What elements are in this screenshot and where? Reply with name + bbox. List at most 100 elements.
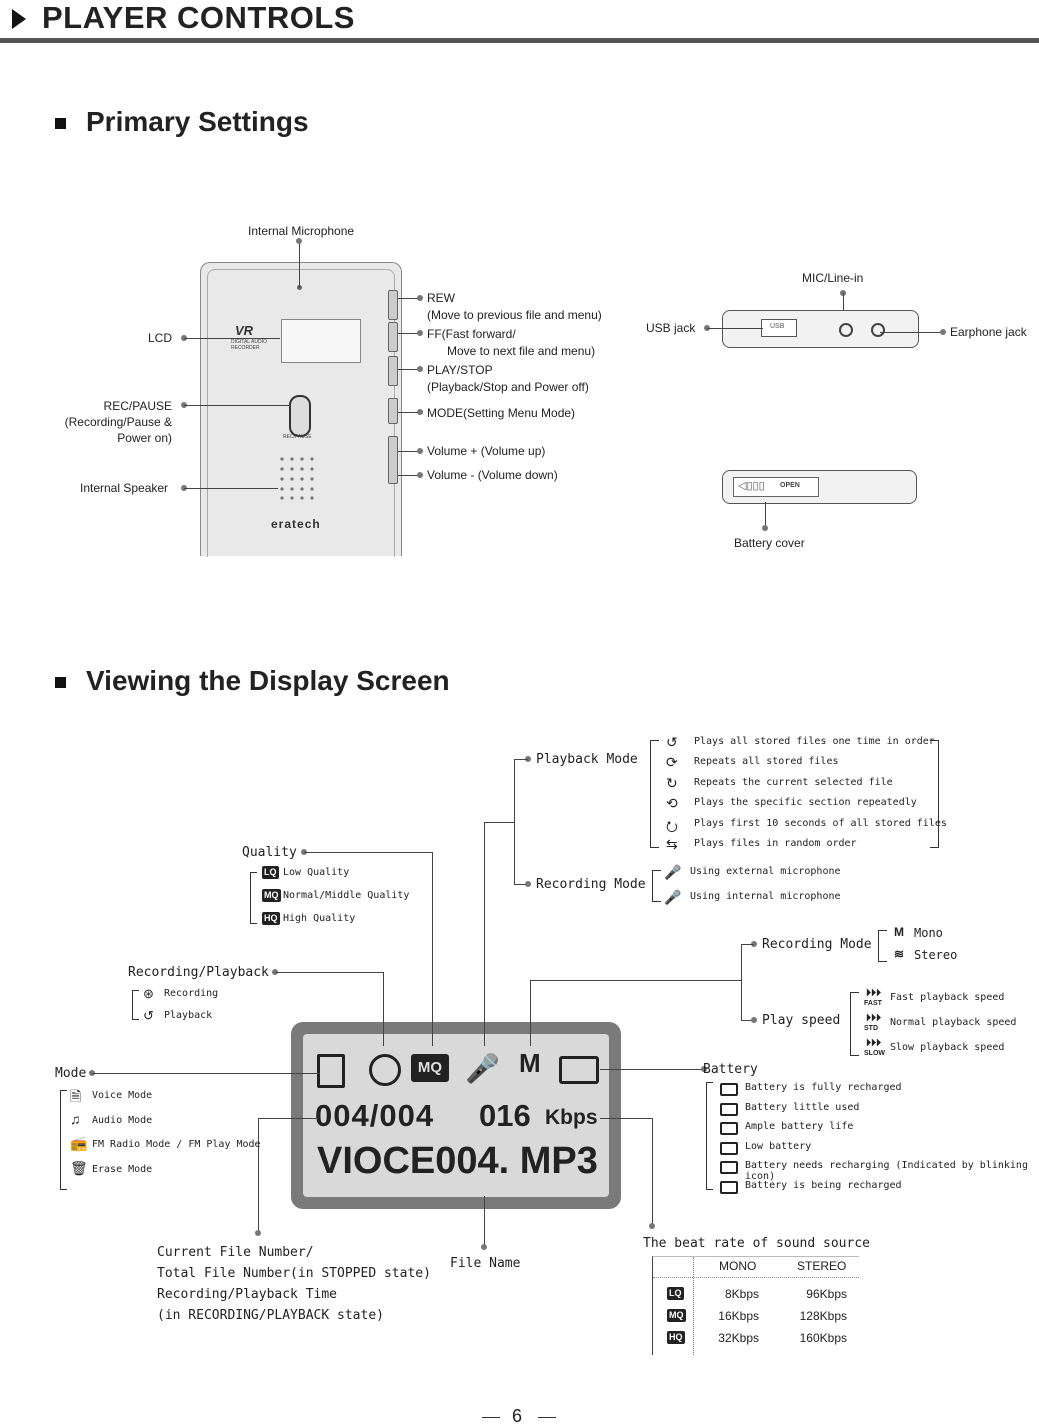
beat-row-stereo: 96Kbps: [806, 1287, 847, 1301]
beat-col-rule: [693, 1257, 694, 1355]
lcd-channel-badge: M: [519, 1048, 541, 1078]
label-internal-speaker: Internal Speaker: [80, 481, 169, 495]
playback-mode-item: Plays all stored files one time in order: [694, 736, 935, 747]
label-rec-playback: Recording/Playback: [128, 965, 269, 980]
label-playback-mode: Playback Mode: [536, 752, 638, 767]
rec-pause-title: REC/PAUSE: [103, 399, 172, 413]
section-title-primary-settings: Primary Settings: [55, 106, 309, 138]
battery-item: Low battery: [745, 1140, 812, 1152]
label-rec-pause: REC/PAUSE (Recording/Pause & Power on): [50, 398, 172, 446]
rec-playback-item: Playback: [164, 1010, 213, 1021]
recording-icon: ⊛: [143, 986, 154, 1001]
rec-pause-button[interactable]: [289, 395, 311, 437]
bullet-icon: [55, 118, 66, 130]
mode-bracket: [60, 1090, 67, 1190]
rec-pause-desc1: (Recording/Pause &: [64, 415, 172, 429]
label-play-speed: Play speed: [762, 1013, 841, 1028]
playback-mode-icon: ↺: [666, 734, 678, 750]
ff-desc: Move to next file and menu): [447, 344, 596, 358]
play-speed-item: Normal playback speed: [890, 1017, 1017, 1028]
playback-mode-item: Repeats the current selected file: [694, 776, 893, 788]
brand-logo-icon: VR: [235, 323, 254, 338]
rec-mic-bracket: [652, 870, 661, 902]
playback-mode-bracket-right: [930, 740, 939, 848]
mode-item: Voice Mode: [92, 1090, 153, 1101]
play-speed-item: Slow playback speed: [890, 1042, 1005, 1053]
quality-item: Low Quality: [283, 867, 350, 878]
playback-mode-item: Plays files in random order: [694, 838, 857, 849]
playback-mode-item: Repeats all stored files: [694, 756, 839, 768]
current-file-text: Current File Number/ Total File Number(i…: [157, 1242, 431, 1326]
beat-row-mono: 32Kbps: [718, 1331, 759, 1345]
label-recording-mode-channel: Recording Mode: [762, 937, 872, 952]
earphone-jack-icon[interactable]: [871, 323, 885, 337]
beat-row-stereo: 128Kbps: [799, 1309, 847, 1323]
beat-row-badge: HQ: [667, 1331, 685, 1344]
playback-mode-item: Plays the specific section repeatedly: [694, 797, 917, 809]
rew-desc: (Move to previous file and menu): [427, 308, 602, 322]
lcd-external-mic-icon: 🎤: [465, 1053, 500, 1084]
audio-mode-icon: ♫: [70, 1110, 81, 1127]
speed-tag: FAST: [864, 1000, 882, 1007]
battery-level-icon: [720, 1141, 738, 1155]
play-stop-button[interactable]: [388, 356, 398, 386]
usb-port[interactable]: USB: [761, 319, 797, 337]
beat-col-mono-header: MONO: [719, 1259, 757, 1273]
mic-jack-icon[interactable]: [839, 323, 853, 337]
volume-rocker[interactable]: [388, 436, 398, 484]
ff-title: FF(Fast forward/: [427, 327, 516, 341]
lcd-recording-icon: [369, 1054, 401, 1086]
channel-bracket: [878, 930, 887, 962]
battery-level-icon: [720, 1161, 738, 1174]
mode-button[interactable]: [388, 398, 398, 424]
label-ff: FF(Fast forward/ Move to next file and m…: [427, 326, 595, 360]
battery-cover[interactable]: ◁▯▯▯ OPEN: [733, 477, 819, 497]
page-footer: 6: [480, 1406, 560, 1428]
battery-bracket: [706, 1082, 713, 1190]
label-mode-screen: Mode: [55, 1066, 87, 1081]
rew-button[interactable]: [388, 290, 398, 320]
footer-dash-right: [538, 1417, 556, 1418]
recording-mode-mic-item: Using internal microphone: [690, 891, 841, 902]
quality-bracket: [250, 872, 257, 924]
label-recording-mode-mic: Recording Mode: [536, 877, 646, 892]
fm-radio-icon: 📻: [70, 1135, 88, 1151]
mono-icon: M: [894, 925, 904, 939]
device-logo: eratech: [271, 517, 321, 531]
rec-playback-item: Recording: [164, 988, 219, 999]
section-title-text: Viewing the Display Screen: [86, 665, 450, 696]
stereo-icon: ≋: [894, 947, 905, 961]
lcd-counter: 004/004: [315, 1098, 435, 1133]
quality-item: Normal/Middle Quality: [283, 890, 410, 901]
page-header: PLAYER CONTROLS: [0, 0, 1039, 44]
lcd-display: MQ 🎤 M 004/004 016 Kbps VIOCE004. MP3: [291, 1022, 621, 1209]
bullet-icon: [55, 677, 66, 689]
speed-arrows-icon: ⏵⏵⏵: [866, 1013, 881, 1024]
page-title: PLAYER CONTROLS: [42, 0, 355, 35]
battery-item: Battery needs recharging (Indicated by b…: [745, 1160, 1028, 1182]
current-file-line-4: (in RECORDING/PLAYBACK state): [157, 1308, 384, 1323]
section-title-text: Primary Settings: [86, 106, 309, 137]
brand-small-text: DIGITAL AUDIO RECORDER: [231, 339, 267, 351]
label-battery: Battery: [703, 1062, 758, 1077]
label-usb-jack: USB jack: [646, 321, 696, 335]
header-rule: [0, 38, 1039, 43]
rec-pause-desc2: Power on): [117, 431, 172, 445]
beat-row-stereo: 160Kbps: [799, 1331, 847, 1345]
page-number: 6: [512, 1406, 523, 1426]
rec-button-label: REC/PAUSE: [283, 434, 312, 440]
speaker-grille-icon: [280, 457, 314, 500]
battery-level-icon: [720, 1102, 738, 1116]
playback-mode-item: Plays first 10 seconds of all stored fil…: [694, 817, 947, 829]
lcd-quality-badge: MQ: [411, 1054, 449, 1082]
beat-header-rule: [653, 1277, 859, 1278]
play-speed-bracket: [850, 992, 859, 1056]
rec-playback-bracket: [132, 990, 139, 1020]
beat-row-mono: 16Kbps: [718, 1309, 759, 1323]
quality-item: High Quality: [283, 913, 356, 924]
battery-item: Battery is being recharged: [745, 1179, 902, 1191]
battery-open-arrow-icon: ◁▯▯▯: [738, 480, 765, 492]
playback-icon: ↺: [143, 1008, 154, 1023]
ff-button[interactable]: [388, 322, 398, 352]
